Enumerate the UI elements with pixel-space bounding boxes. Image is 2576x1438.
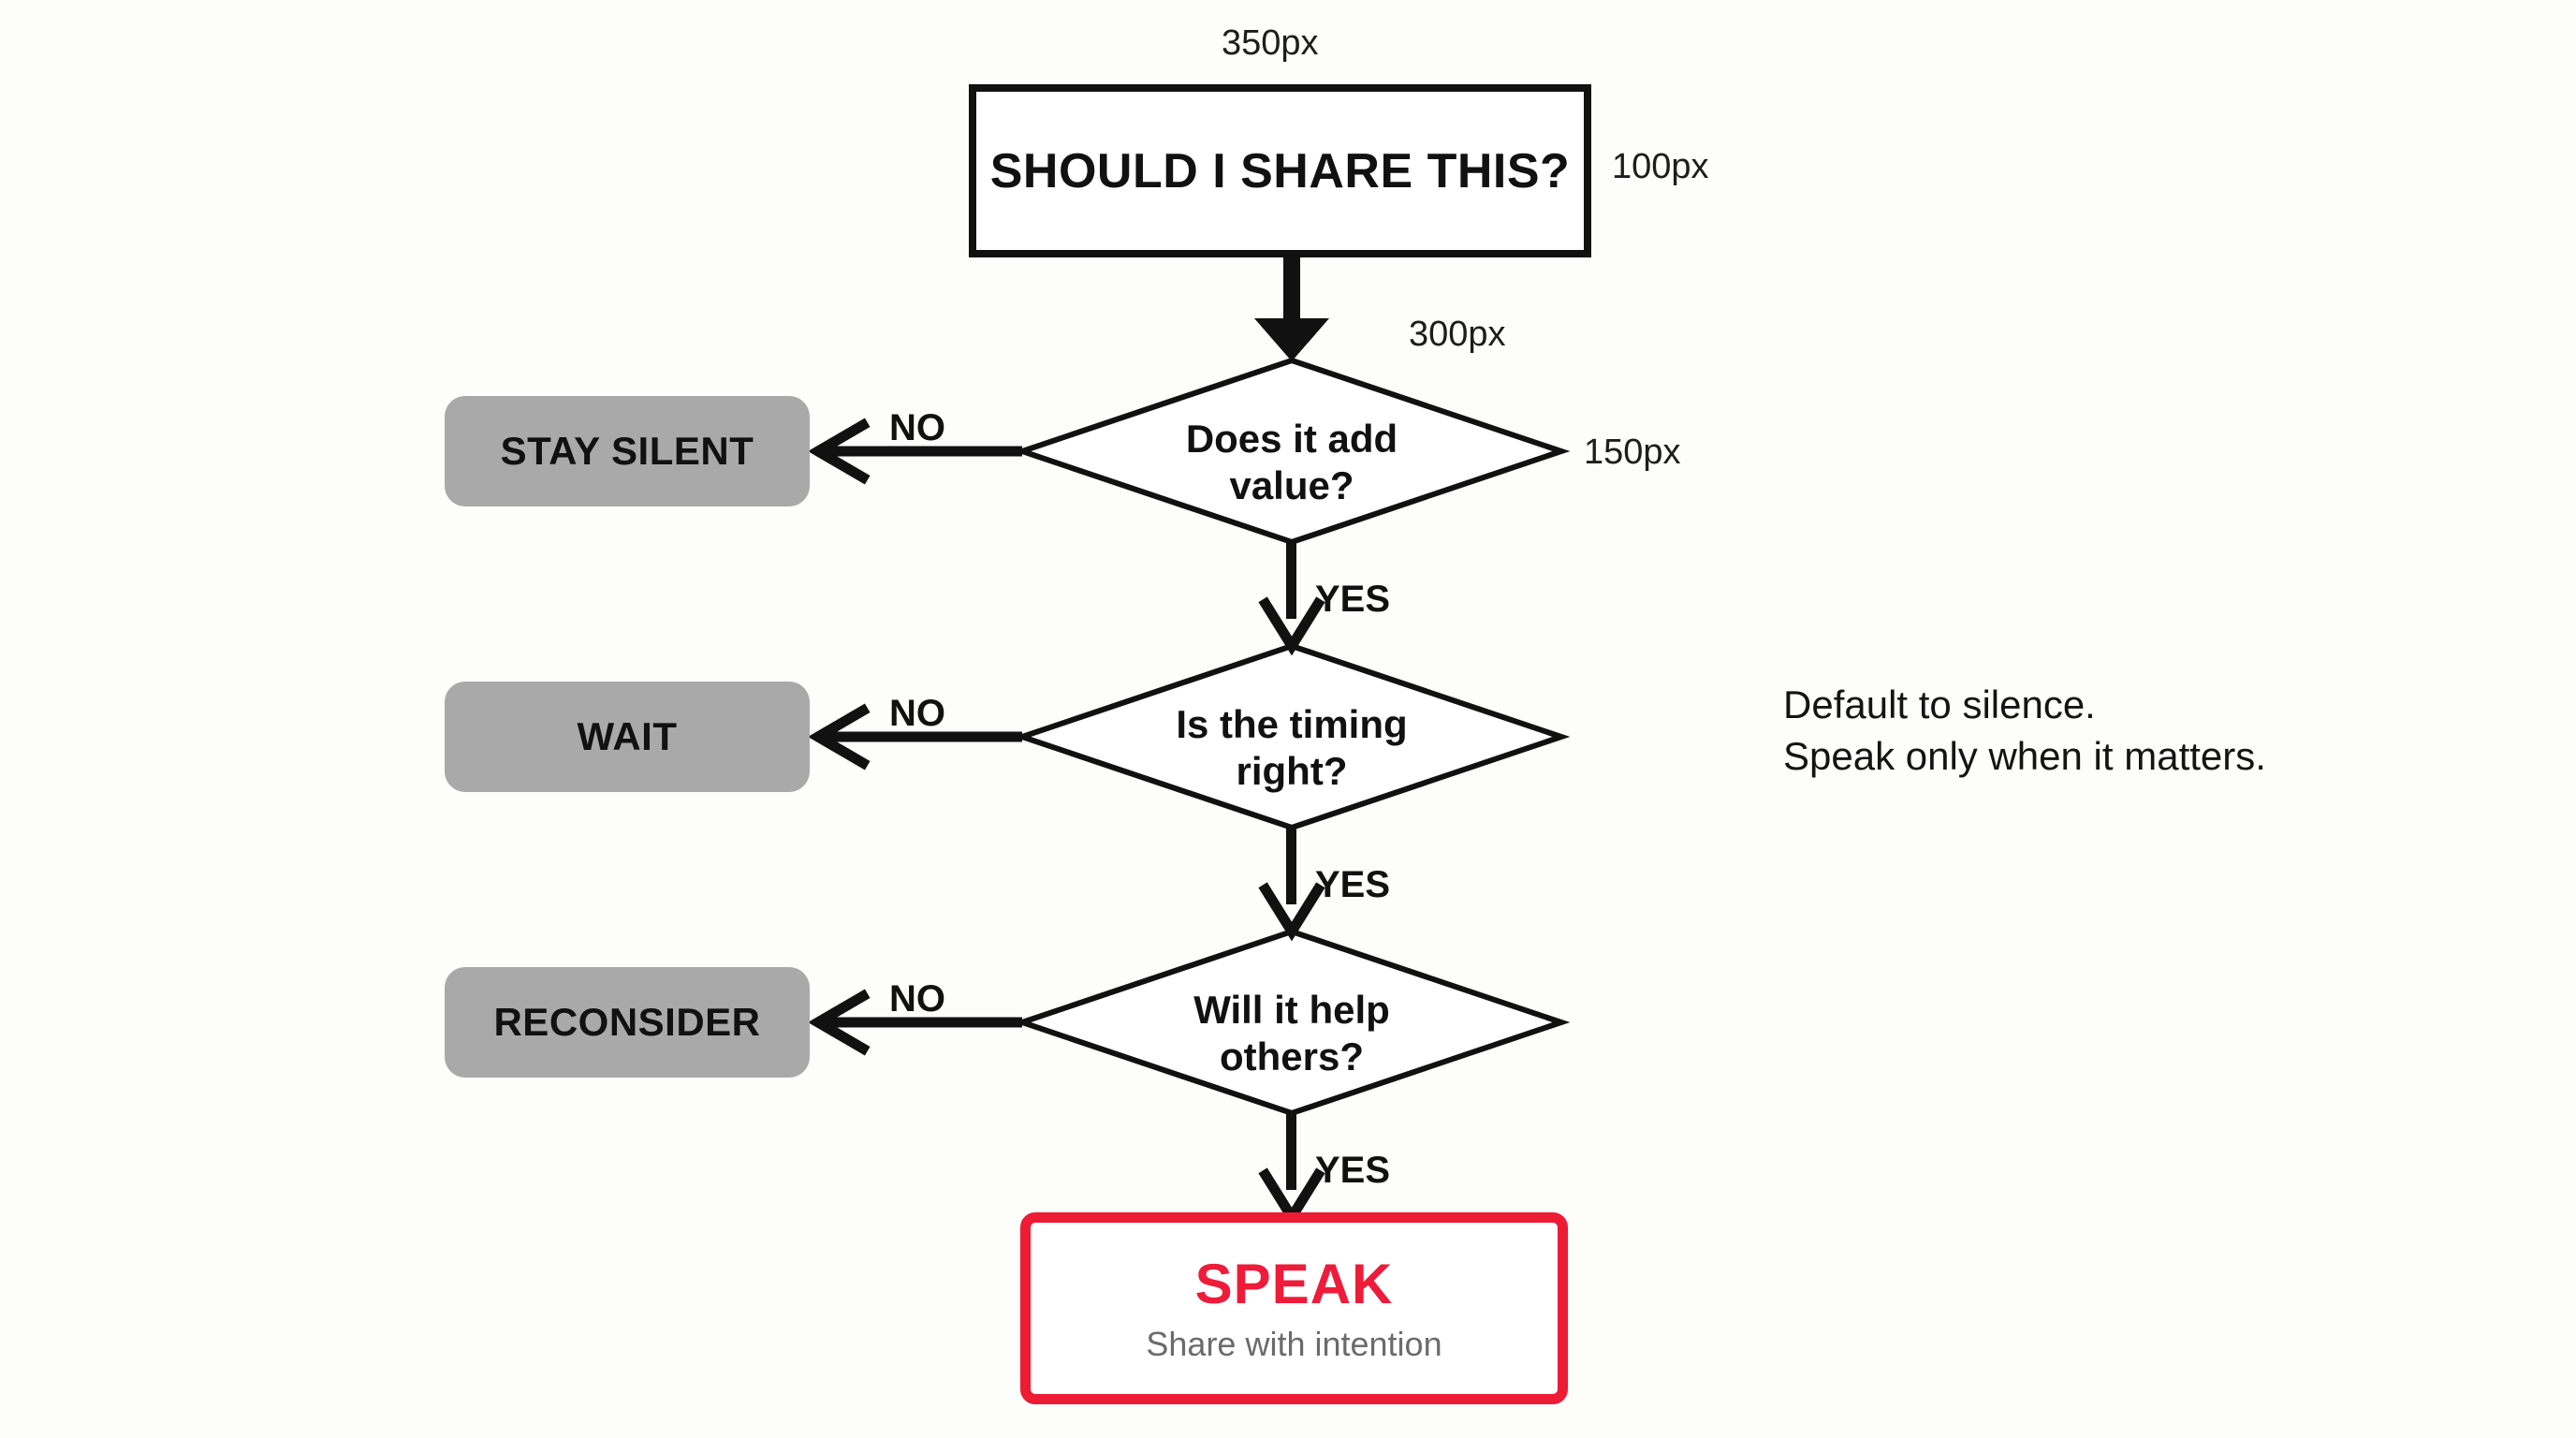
arrow-no-help-to-reconsider: [808, 989, 1022, 1056]
caption-line-1: Default to silence.: [1783, 682, 2096, 726]
decision-label-help-line1: Will it help: [1193, 988, 1390, 1032]
final-box-title: SPEAK: [1194, 1252, 1394, 1315]
outcome-box-wait: WAIT: [445, 682, 810, 792]
arrow-yes-value-to-timing: [1258, 542, 1325, 656]
arrow-yes-timing-to-help: [1258, 828, 1325, 942]
dimension-label-start-width: 350px: [1222, 23, 1319, 63]
caption-block: Default to silence. Speak only when it m…: [1783, 679, 2266, 783]
decision-label-value-line1: Does it add: [1185, 417, 1398, 461]
outcome-label-stay-silent: STAY SILENT: [500, 429, 754, 473]
decision-label-timing: Is the timing right?: [1030, 701, 1554, 794]
decision-label-value: Does it add value?: [1030, 416, 1554, 508]
final-box-speak: SPEAK Share with intention: [1020, 1212, 1568, 1404]
edge-label-no-value: NO: [889, 407, 945, 448]
outcome-box-stay-silent: STAY SILENT: [445, 396, 810, 506]
arrow-no-value-to-stay-silent: [808, 418, 1022, 485]
edge-label-no-help: NO: [889, 978, 945, 1020]
edge-label-yes-help: YES: [1315, 1150, 1391, 1191]
decision-label-help-line2: others?: [1219, 1034, 1364, 1078]
outcome-label-reconsider: RECONSIDER: [493, 1000, 761, 1044]
arrow-start-to-value: [1254, 257, 1329, 361]
arrow-yes-help-to-speak: [1258, 1113, 1325, 1227]
decision-label-timing-line2: right?: [1236, 748, 1348, 793]
caption-line-2: Speak only when it matters.: [1783, 734, 2266, 779]
outcome-label-wait: WAIT: [577, 714, 678, 758]
decision-label-timing-line1: Is the timing: [1176, 702, 1408, 746]
edge-label-yes-value: YES: [1315, 579, 1391, 620]
outcome-box-reconsider: RECONSIDER: [445, 967, 810, 1078]
final-box-subtitle: Share with intention: [1146, 1324, 1442, 1363]
dimension-label-diamond-height: 150px: [1584, 433, 1681, 472]
start-box-label: SHOULD I SHARE THIS?: [989, 143, 1571, 198]
edge-label-no-timing: NO: [889, 693, 945, 734]
dimension-label-diamond-width: 300px: [1409, 315, 1506, 354]
dimension-label-start-height: 100px: [1612, 147, 1709, 186]
decision-label-value-line2: value?: [1229, 462, 1354, 507]
arrow-no-timing-to-wait: [808, 703, 1022, 770]
decision-label-help: Will it help others?: [1030, 987, 1554, 1079]
edge-label-yes-timing: YES: [1315, 864, 1391, 905]
start-box: SHOULD I SHARE THIS?: [969, 84, 1591, 257]
